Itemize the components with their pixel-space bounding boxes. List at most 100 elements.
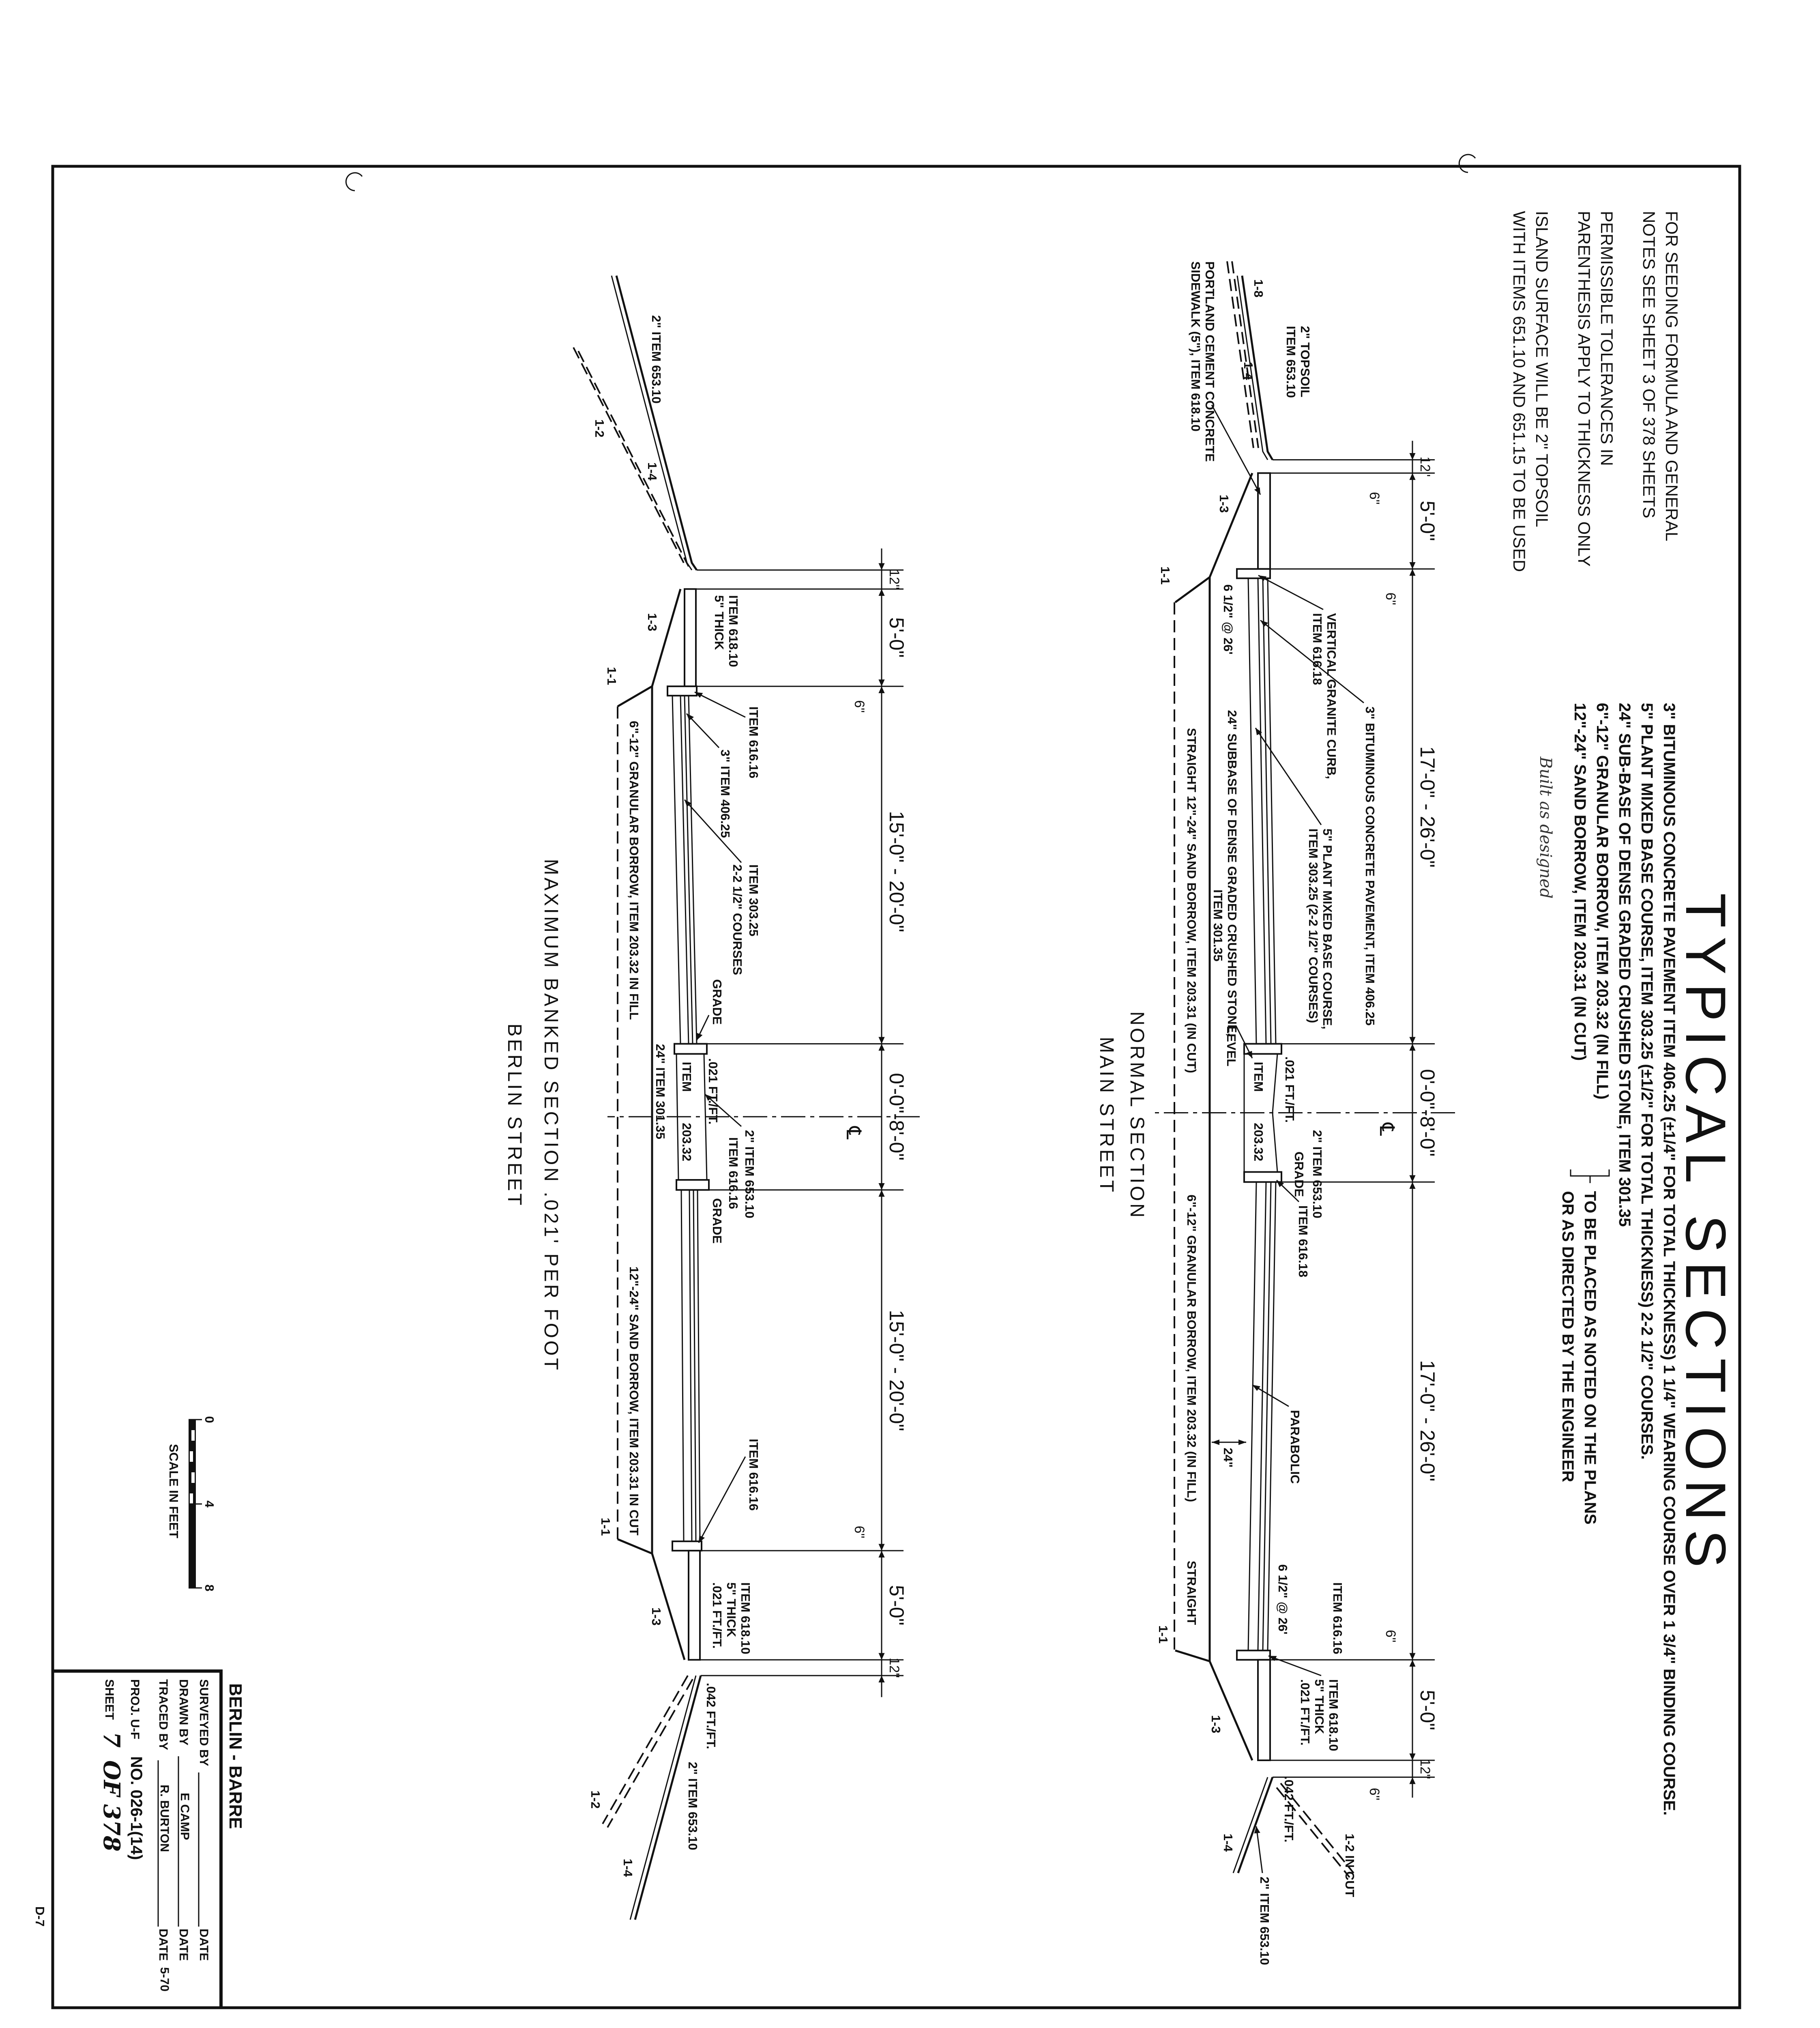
callout: 1-8 bbox=[1251, 279, 1266, 298]
project-number-label: PROJ. U-F bbox=[128, 1679, 142, 1739]
callout: PORTLAND CEMENT CONCRETE bbox=[1203, 261, 1217, 462]
dimension-label: 6" bbox=[1383, 1630, 1398, 1642]
callout: 3" BITUMINOUS CONCRETE PAVEMENT, ITEM 40… bbox=[1363, 707, 1377, 1026]
callout: .021 FT./FT. bbox=[710, 1582, 724, 1649]
callout: ITEM 618.10 bbox=[1326, 1679, 1341, 1751]
scale-tick-label: 4 bbox=[202, 1500, 217, 1508]
sheet-code: D-7 bbox=[33, 1906, 47, 1927]
section-subtitle: MAIN STREET bbox=[1096, 1037, 1117, 1194]
callout: .042 FT./FT. bbox=[1282, 1776, 1296, 1843]
date-label: DATE bbox=[197, 1929, 210, 1961]
punch-mark bbox=[345, 172, 363, 191]
note-bracket bbox=[1571, 1169, 1609, 1183]
callout: 203.32 bbox=[680, 1123, 694, 1161]
normal-section-labels: 1-8 2" TOPSOIL ITEM 653.10 1-4 PORTLAND … bbox=[1156, 261, 1377, 1965]
page-title: TYPICAL SECTIONS bbox=[1674, 893, 1738, 1577]
project-name: BERLIN - BARRE bbox=[225, 1683, 245, 1829]
callout: .021 FT./FT. bbox=[706, 1058, 720, 1125]
callout: 2" ITEM 653.10 bbox=[1258, 1877, 1272, 1965]
scale-bar: 0 4 8 SCALE IN FEET bbox=[167, 1416, 217, 1591]
callout: 2" TOPSOIL bbox=[1298, 326, 1312, 397]
callout: ITEM 616.16 bbox=[747, 1439, 761, 1510]
scale-tick-label: 8 bbox=[202, 1584, 217, 1591]
callout: ITEM 653.10 bbox=[1284, 326, 1298, 398]
callout: ITEM 303.25 bbox=[747, 864, 761, 936]
callout: ITEM 301.35 bbox=[1211, 889, 1225, 961]
dimension-label: 6" bbox=[1367, 1788, 1382, 1800]
callout: 1-3 bbox=[645, 613, 659, 632]
callout: 6"-12" GRANULAR BORROW, ITEM 203.32 (IN … bbox=[1185, 1194, 1199, 1502]
dimension-label: 12" bbox=[1417, 1759, 1433, 1779]
callout: 5" THICK bbox=[1312, 1679, 1326, 1734]
callout: 2-2 1/2" COURSES bbox=[730, 864, 745, 975]
callout: STRAIGHT bbox=[1185, 1561, 1199, 1625]
general-note-line: ISLAND SURFACE WILL BE 2" TOPSOIL bbox=[1532, 211, 1552, 527]
dimension-label: 0'-0"-8'-0" bbox=[885, 1073, 908, 1160]
section-title: NORMAL SECTION bbox=[1126, 1011, 1148, 1220]
dimension-label: 5'-0" bbox=[885, 617, 908, 658]
surveyed-by-label: SURVEYED BY bbox=[197, 1679, 210, 1766]
note-bracket-line: TO BE PLACED AS NOTED ON THE PLANS bbox=[1581, 1191, 1599, 1524]
sheet-border bbox=[51, 165, 1741, 2009]
callout: 2" ITEM 653.10 bbox=[686, 1762, 700, 1850]
callout: .021 FT./FT. bbox=[1298, 1679, 1312, 1746]
callout: 1-3 bbox=[649, 1607, 663, 1626]
title-block: BERLIN - BARRE SURVEYED BY DATE DRAWN BY… bbox=[53, 1669, 245, 2008]
note-line: 12"-24" SAND BORROW, ITEM 203.31 (IN CUT… bbox=[1571, 703, 1589, 1061]
callout: 12"-24" SAND BORROW, ITEM 203.31 IN CUT bbox=[627, 1266, 641, 1535]
drawn-by-label: DRAWN BY bbox=[177, 1679, 190, 1745]
sheet-number: 7 bbox=[98, 1732, 125, 1748]
section-subtitle: BERLIN STREET bbox=[504, 1024, 525, 1208]
callout: 2" ITEM 653.10 bbox=[649, 315, 663, 404]
scale-tick-label: 0 bbox=[202, 1416, 217, 1423]
callout: 6"-12" GRANULAR BORROW, ITEM 203.32 IN F… bbox=[627, 721, 641, 1020]
callout: 1-4 bbox=[1221, 1834, 1235, 1852]
banked-section-drawing bbox=[573, 276, 920, 1920]
callout: .021 FT./FT. bbox=[1283, 1057, 1297, 1123]
callout: .042 FT./FT. bbox=[704, 1683, 718, 1749]
callout: 1-3 bbox=[1209, 1715, 1223, 1734]
callout: ITEM 303.25 (2-2 1/2" COURSES) bbox=[1306, 829, 1320, 1023]
callout: 6 1/2" @ 26' bbox=[1276, 1564, 1290, 1635]
general-note-line: WITH ITEMS 651.10 AND 651.15 TO BE USED bbox=[1510, 211, 1529, 572]
callout: 3" ITEM 406.25 bbox=[718, 750, 732, 838]
sheet-label: SHEET bbox=[103, 1679, 116, 1720]
dimension-label: 0'-0"-8'-0" bbox=[1416, 1069, 1439, 1157]
callout: 1-1 bbox=[1158, 567, 1172, 585]
centerline-symbol: ℄ bbox=[1376, 1122, 1398, 1136]
callout: 5" THICK bbox=[724, 1582, 738, 1637]
dimension-label: 15'-0" - 20'-0" bbox=[885, 1310, 908, 1431]
dimension-label: 12" bbox=[886, 569, 902, 589]
callout: ITEM bbox=[680, 1062, 694, 1092]
callout: 1-2 bbox=[592, 419, 607, 438]
callout: PARABOLIC bbox=[1288, 1410, 1302, 1484]
traced-by-value: R. BURTON bbox=[158, 1785, 171, 1852]
punch-mark bbox=[1458, 154, 1476, 173]
callout: SIDEWALK (5"), ITEM 618.10 bbox=[1189, 261, 1203, 432]
pavement-notes: 3" BITUMINOUS CONCRETE PAVEMENT ITEM 406… bbox=[1536, 703, 1678, 1815]
note-line: 24" SUB-BASE OF DENSE GRADED CRUSHED STO… bbox=[1616, 703, 1633, 1227]
centerline-symbol: ℄ bbox=[842, 1126, 865, 1139]
dimension-label: 6" bbox=[1383, 593, 1398, 605]
callout: 24" bbox=[1221, 1448, 1235, 1467]
callout: ITEM 616.16 bbox=[747, 707, 761, 778]
dimension-label: 5'-0" bbox=[885, 1585, 908, 1626]
dimension-label: 6" bbox=[1367, 492, 1382, 505]
dimension-label: 6" bbox=[852, 1526, 867, 1538]
note-line: 5" PLANT MIXED BASE COURSE, ITEM 303.25 … bbox=[1638, 703, 1656, 1460]
traced-by-label: TRACED BY bbox=[157, 1679, 170, 1750]
general-note-line: NOTES SEE SHEET 3 OF 378 SHEETS bbox=[1640, 211, 1659, 518]
callout: 24" ITEM 301.35 bbox=[653, 1044, 667, 1139]
dimension-label: 17'-0" - 26'-0" bbox=[1416, 746, 1439, 868]
dimension-label: 5'-0" bbox=[1416, 1690, 1439, 1730]
callout: 1-2 IN CUT bbox=[1343, 1834, 1357, 1897]
callout: 2" ITEM 653.10 bbox=[1310, 1130, 1324, 1218]
dimension-label: 12" bbox=[886, 1658, 902, 1678]
handwritten-annotation: Built as designed bbox=[1536, 756, 1555, 899]
callout: ITEM 616.18 bbox=[1296, 1205, 1310, 1277]
dimension-label: 17'-0" - 26'-0" bbox=[1416, 1360, 1439, 1481]
callout: GRADE bbox=[710, 1198, 724, 1244]
callout: 1-1 bbox=[605, 667, 619, 685]
date-label: DATE bbox=[157, 1929, 170, 1961]
